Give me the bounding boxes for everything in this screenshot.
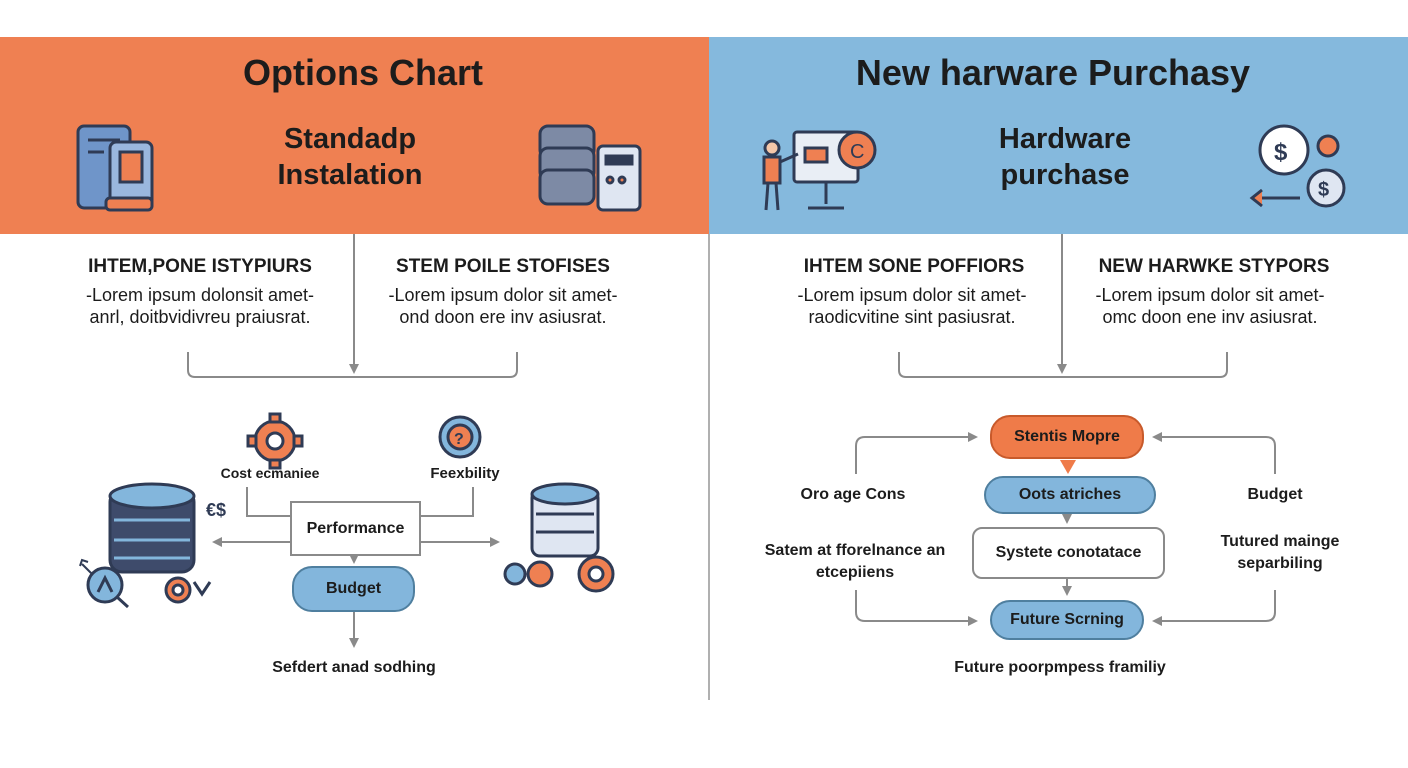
left-col1-heading: IHTEM,PONE ISTYPIURS bbox=[88, 256, 312, 277]
left-bottom-label: Sefdert anad sodhing bbox=[272, 659, 436, 676]
left-col1-line2: anrl, doitbvidivreu praiusrat. bbox=[89, 307, 311, 327]
left-col2-line1: -Lorem ipsum dolor sit amet- bbox=[388, 285, 618, 305]
performance-box: Performance bbox=[290, 501, 421, 556]
left-panel-subtitle: Standadp Instalation bbox=[277, 123, 423, 191]
right-panel-subtitle: Hardware purchase bbox=[998, 123, 1132, 191]
future-scrning-box: Future Scrning bbox=[990, 600, 1144, 640]
right-col1-line2: raodicvitine sint pasiusrat. bbox=[808, 307, 1016, 327]
svg-text:C: C bbox=[850, 141, 864, 163]
right-bottom-label: Future poorpmpess framiliy bbox=[954, 659, 1166, 676]
right-col1-heading: IHTEM SONE POFFIORS bbox=[803, 256, 1025, 277]
svg-text:$: $ bbox=[1274, 139, 1288, 166]
left-col2-heading: STEM POILE STOFISES bbox=[396, 256, 610, 277]
right-col1-line1: -Lorem ipsum dolor sit amet- bbox=[797, 285, 1027, 305]
right-col2-line1: -Lorem ipsum dolor sit amet- bbox=[1095, 285, 1325, 305]
right-col2-heading: NEW HARWKE STYPORS bbox=[1098, 256, 1330, 277]
right-col2-line2: omc doon ene inv asiusrat. bbox=[1102, 307, 1318, 327]
left-col1-line1: -Lorem ipsum dolonsit amet- bbox=[85, 285, 315, 305]
right-budget-label: Budget bbox=[1247, 486, 1303, 503]
right-right-bottom-label: Tutured mainge separbiling bbox=[1220, 533, 1340, 572]
svg-text:$: $ bbox=[1318, 179, 1329, 201]
center-divider bbox=[708, 234, 710, 700]
left-col2-line2: ond doon ere inv asiusrat. bbox=[399, 307, 607, 327]
cost-estimate-label: Cost ecmaniee bbox=[220, 465, 320, 481]
stentis-mopre-box: Stentis Mopre bbox=[990, 415, 1144, 459]
svg-text:?: ? bbox=[454, 431, 464, 448]
options-box: Oots atriches bbox=[984, 476, 1156, 514]
right-panel-title: New harware Purchasy bbox=[855, 52, 1251, 93]
currency-glyph: €$ bbox=[205, 500, 227, 520]
right-left-label: Oro age Cons bbox=[800, 486, 906, 503]
left-panel-title: Options Chart bbox=[243, 52, 483, 93]
right-left-bottom-label: Satem at fforelnance an etcepiiens bbox=[764, 542, 946, 581]
feasibility-label: Feexbility bbox=[430, 465, 500, 482]
left-budget-box: Budget bbox=[292, 566, 415, 612]
system-box: Systete conotatace bbox=[972, 527, 1165, 579]
